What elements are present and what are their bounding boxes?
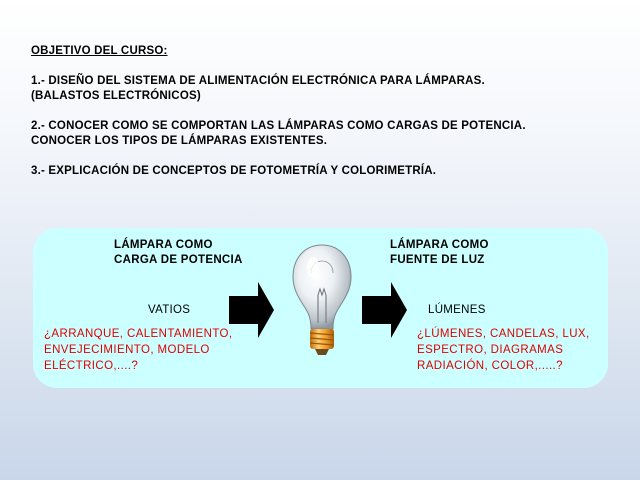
objectives-section: OBJETIVO DEL CURSO: 1.- DISEÑO DEL SISTE… <box>31 44 621 194</box>
right-question-line-1: ¿LÚMENES, CANDELAS, LUX, <box>417 328 590 340</box>
left-question-line-2: ENVEJECIMIENTO, MODELO <box>44 344 210 356</box>
right-title-line-1: LÁMPARA COMO <box>390 239 489 251</box>
left-title-line-1: LÁMPARA COMO <box>114 239 213 251</box>
right-question-line-3: RADIACIÓN, COLOR,.....? <box>417 360 563 372</box>
objective-item-3: 3.- EXPLICACIÓN DE CONCEPTOS DE FOTOMETR… <box>31 164 621 179</box>
left-arrow-icon <box>229 282 274 338</box>
objective-1-line-1: 1.- DISEÑO DEL SISTEMA DE ALIMENTACIÓN E… <box>31 75 485 87</box>
light-bulb-icon <box>292 244 352 355</box>
right-question-line-2: ESPECTRO, DIAGRAMAS <box>417 344 564 356</box>
left-title-line-2: CARGA DE POTENCIA <box>114 254 243 266</box>
objective-item-2: 2.- CONOCER COMO SE COMPORTAN LAS LÁMPAR… <box>31 119 621 149</box>
left-title: LÁMPARA COMO CARGA DE POTENCIA <box>114 238 243 268</box>
right-title: LÁMPARA COMO FUENTE DE LUZ <box>390 238 489 268</box>
left-unit-label: VATIOS <box>148 304 191 316</box>
right-title-line-2: FUENTE DE LUZ <box>390 254 485 266</box>
objective-3-line-1: 3.- EXPLICACIÓN DE CONCEPTOS DE FOTOMETR… <box>31 165 437 177</box>
objectives-heading: OBJETIVO DEL CURSO: <box>31 45 168 57</box>
right-unit-label: LÚMENES <box>428 304 486 316</box>
right-questions: ¿LÚMENES, CANDELAS, LUX, ESPECTRO, DIAGR… <box>417 326 590 374</box>
objective-2-line-1: 2.- CONOCER COMO SE COMPORTAN LAS LÁMPAR… <box>31 120 526 132</box>
left-question-line-3: ELÉCTRICO,....? <box>44 360 139 372</box>
objective-2-line-2: CONOCER LOS TIPOS DE LÁMPARAS EXISTENTES… <box>31 135 328 147</box>
left-questions: ¿ARRANQUE, CALENTAMIENTO, ENVEJECIMIENTO… <box>44 326 233 374</box>
objective-item-1: 1.- DISEÑO DEL SISTEMA DE ALIMENTACIÓN E… <box>31 74 621 104</box>
right-arrow-icon <box>362 282 407 338</box>
objective-1-line-2: (BALASTOS ELECTRÓNICOS) <box>31 90 201 102</box>
left-question-line-1: ¿ARRANQUE, CALENTAMIENTO, <box>44 328 233 340</box>
